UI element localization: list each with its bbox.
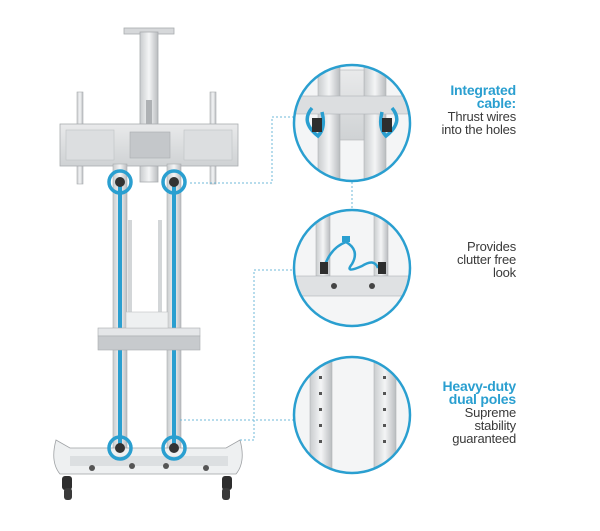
callout-dual-poles: Heavy-duty dual poles Supreme stability … bbox=[442, 378, 517, 446]
detail-integrated-cable bbox=[292, 63, 412, 183]
callout-heading-line: Heavy-duty bbox=[442, 378, 517, 394]
callout-body-line: clutter free bbox=[456, 252, 516, 267]
callout-body-line: Thrust wires bbox=[447, 109, 517, 124]
callout-body-line: Supreme bbox=[464, 405, 517, 420]
callout-clutter-free: Provides clutter free look bbox=[457, 240, 516, 279]
callout-heading-line: dual poles bbox=[448, 391, 516, 407]
callout-body-line: into the holes bbox=[441, 122, 516, 137]
callout-body-line: guaranteed bbox=[452, 431, 516, 446]
callout-heading-line: cable: bbox=[476, 95, 516, 111]
detail-clutter-free bbox=[292, 208, 412, 328]
tv-stand bbox=[53, 27, 243, 500]
callout-leaders bbox=[180, 116, 353, 441]
callout-heading-line: Integrated bbox=[450, 82, 516, 98]
callout-integrated-cable: Integrated cable: Thrust wires into the … bbox=[441, 82, 517, 137]
callout-body-line: stability bbox=[474, 418, 516, 433]
callout-body-line: look bbox=[492, 265, 516, 280]
detail-dual-poles bbox=[292, 355, 412, 475]
callout-body-line: Provides bbox=[467, 239, 516, 254]
